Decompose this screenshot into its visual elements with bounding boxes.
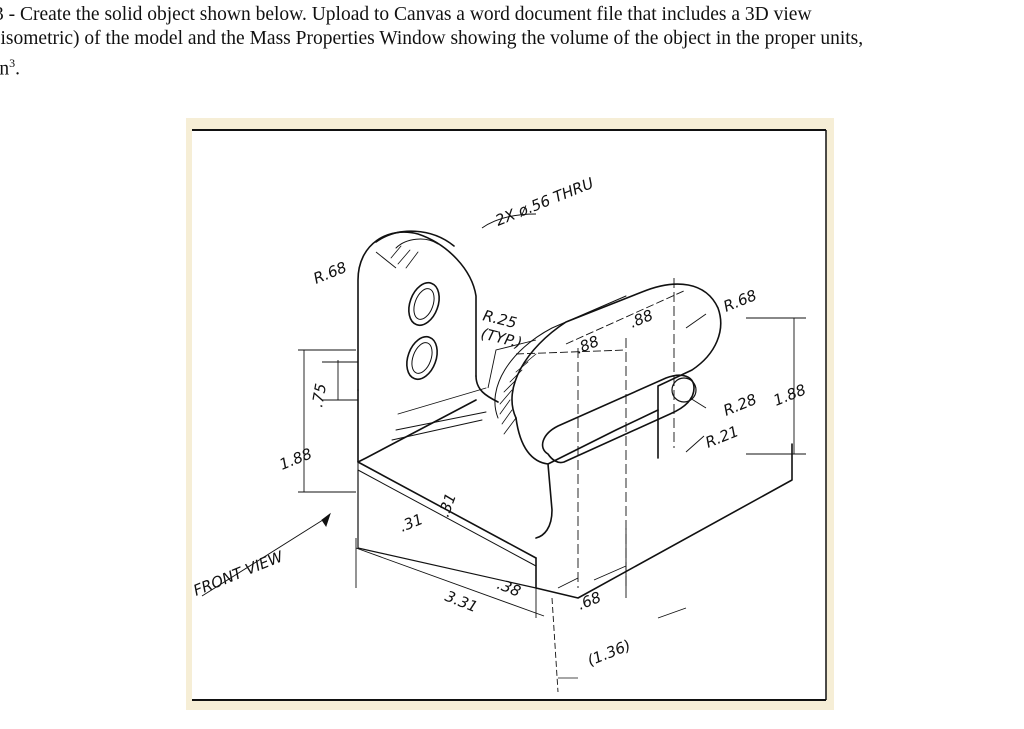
r-right-leader [685,313,707,329]
upper-hole [408,281,440,327]
part-outline [357,230,793,599]
hole-note-leader [481,213,537,229]
r-left-leader [375,251,397,269]
drawing-sheet [192,130,826,700]
dimension-lines [201,213,806,693]
assignment-instructions: 3 - Create the solid object shown below.… [0,3,1024,82]
instructions-line-1: 3 - Create the solid object shown below.… [0,4,812,25]
slot [541,374,695,464]
units-tail: . [15,58,21,80]
front-view-arrow [201,517,327,597]
isometric-drawing-svg: 2X ø.56 THRU R.68 R.25 (TYP.) .88 .88 R.… [191,129,827,701]
hole-spacing-label: .75 [308,382,330,409]
instructions-line-3: in3. [0,51,1024,82]
isometric-drawing: 2X ø.56 THRU R.68 R.25 (TYP.) .88 .88 R.… [186,118,834,710]
slot-plate-outline [511,283,722,459]
slot-r2-leader [685,435,705,453]
units-base: in [0,58,10,80]
left-plate-front-edge [357,231,477,391]
fillet-leader [487,339,537,389]
slot-end-hole [671,377,697,403]
slot-r1-leader [689,397,707,409]
instructions-line-2: (isometric) of the model and the Mass Pr… [0,28,864,49]
lower-hole [406,335,438,381]
units-exponent: 3 [9,56,16,70]
overall-length-dim-line [355,547,545,617]
right-height-dim-line [746,317,806,455]
